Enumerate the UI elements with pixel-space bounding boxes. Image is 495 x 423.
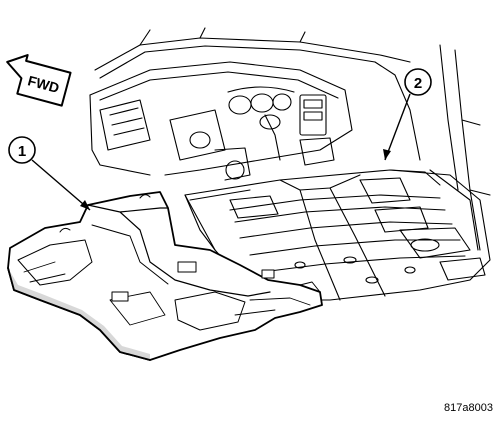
figure-code: 817a8003 [444, 402, 493, 414]
callout-1-leader [31, 159, 91, 211]
callout-2: 2 [383, 68, 432, 161]
callout-2-circle [404, 68, 432, 96]
fwd-label: FWD [26, 72, 61, 96]
callout-2-arrowhead [383, 149, 391, 160]
vehicle-interior-drawing [89, 27, 491, 301]
callout-2-leader [384, 93, 411, 161]
fwd-arrow: FWD [6, 54, 72, 107]
callout-1: 1 [8, 136, 91, 211]
callout-1-number: 1 [18, 143, 26, 160]
callout-2-number: 2 [414, 75, 422, 92]
callout-1-arrowhead [80, 200, 90, 210]
callout-1-circle [8, 136, 36, 164]
carpet-drawing [7, 191, 323, 361]
